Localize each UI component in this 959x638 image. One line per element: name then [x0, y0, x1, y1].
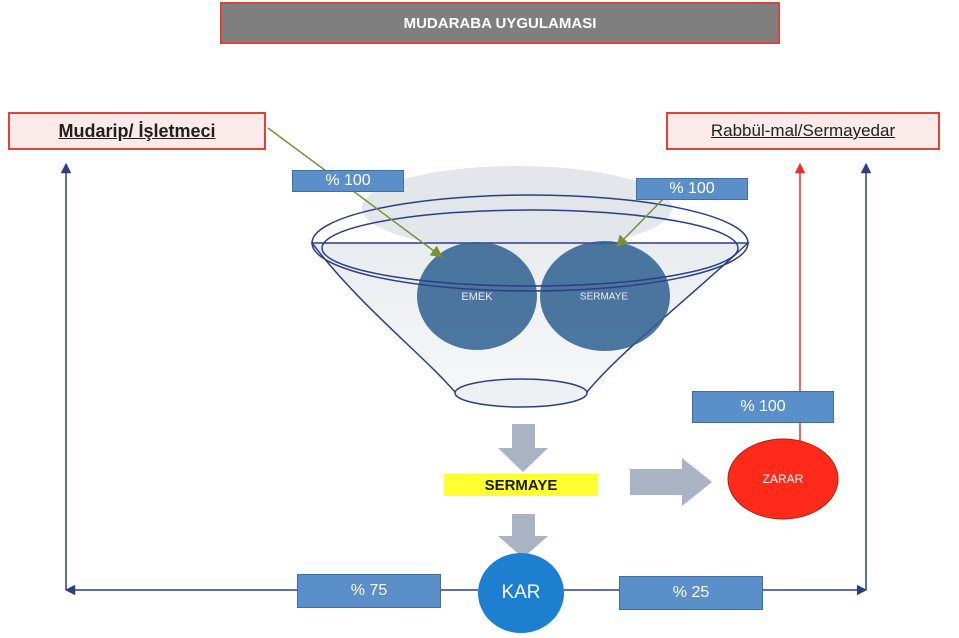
capital-share-percent: % 100 — [636, 178, 748, 200]
profit-label: KAR — [501, 582, 541, 603]
funnel-bottom — [454, 378, 588, 408]
funnel-shadow — [362, 166, 672, 250]
funnel-rim-outer — [311, 194, 749, 292]
labor-label: EMEK — [461, 291, 493, 303]
capital-circle — [540, 241, 670, 351]
loss-share-percent: % 100 — [692, 391, 834, 423]
loss-label: ZARAR — [762, 472, 804, 486]
capital-label: SERMAYE — [579, 291, 629, 303]
loss-circle — [727, 438, 839, 520]
down-arrow-2 — [498, 514, 548, 558]
labor-share-percent: % 100 — [292, 170, 404, 192]
party-rabbul-mal: Rabbül-mal/Sermayedar — [666, 112, 940, 150]
labor-circle — [417, 242, 537, 350]
profit-circle — [478, 553, 564, 633]
profit-share-left-percent: % 75 — [297, 574, 441, 608]
profit-share-right-percent: % 25 — [619, 576, 763, 610]
capital-flow-label: SERMAYE — [444, 474, 598, 496]
party-mudarip: Mudarip/ İşletmeci — [8, 112, 266, 150]
funnel-rim-inner — [321, 209, 739, 287]
right-arrow — [630, 458, 712, 506]
diagram-title: MUDARABA UYGULAMASI — [220, 2, 780, 44]
down-arrow-1 — [498, 424, 548, 472]
